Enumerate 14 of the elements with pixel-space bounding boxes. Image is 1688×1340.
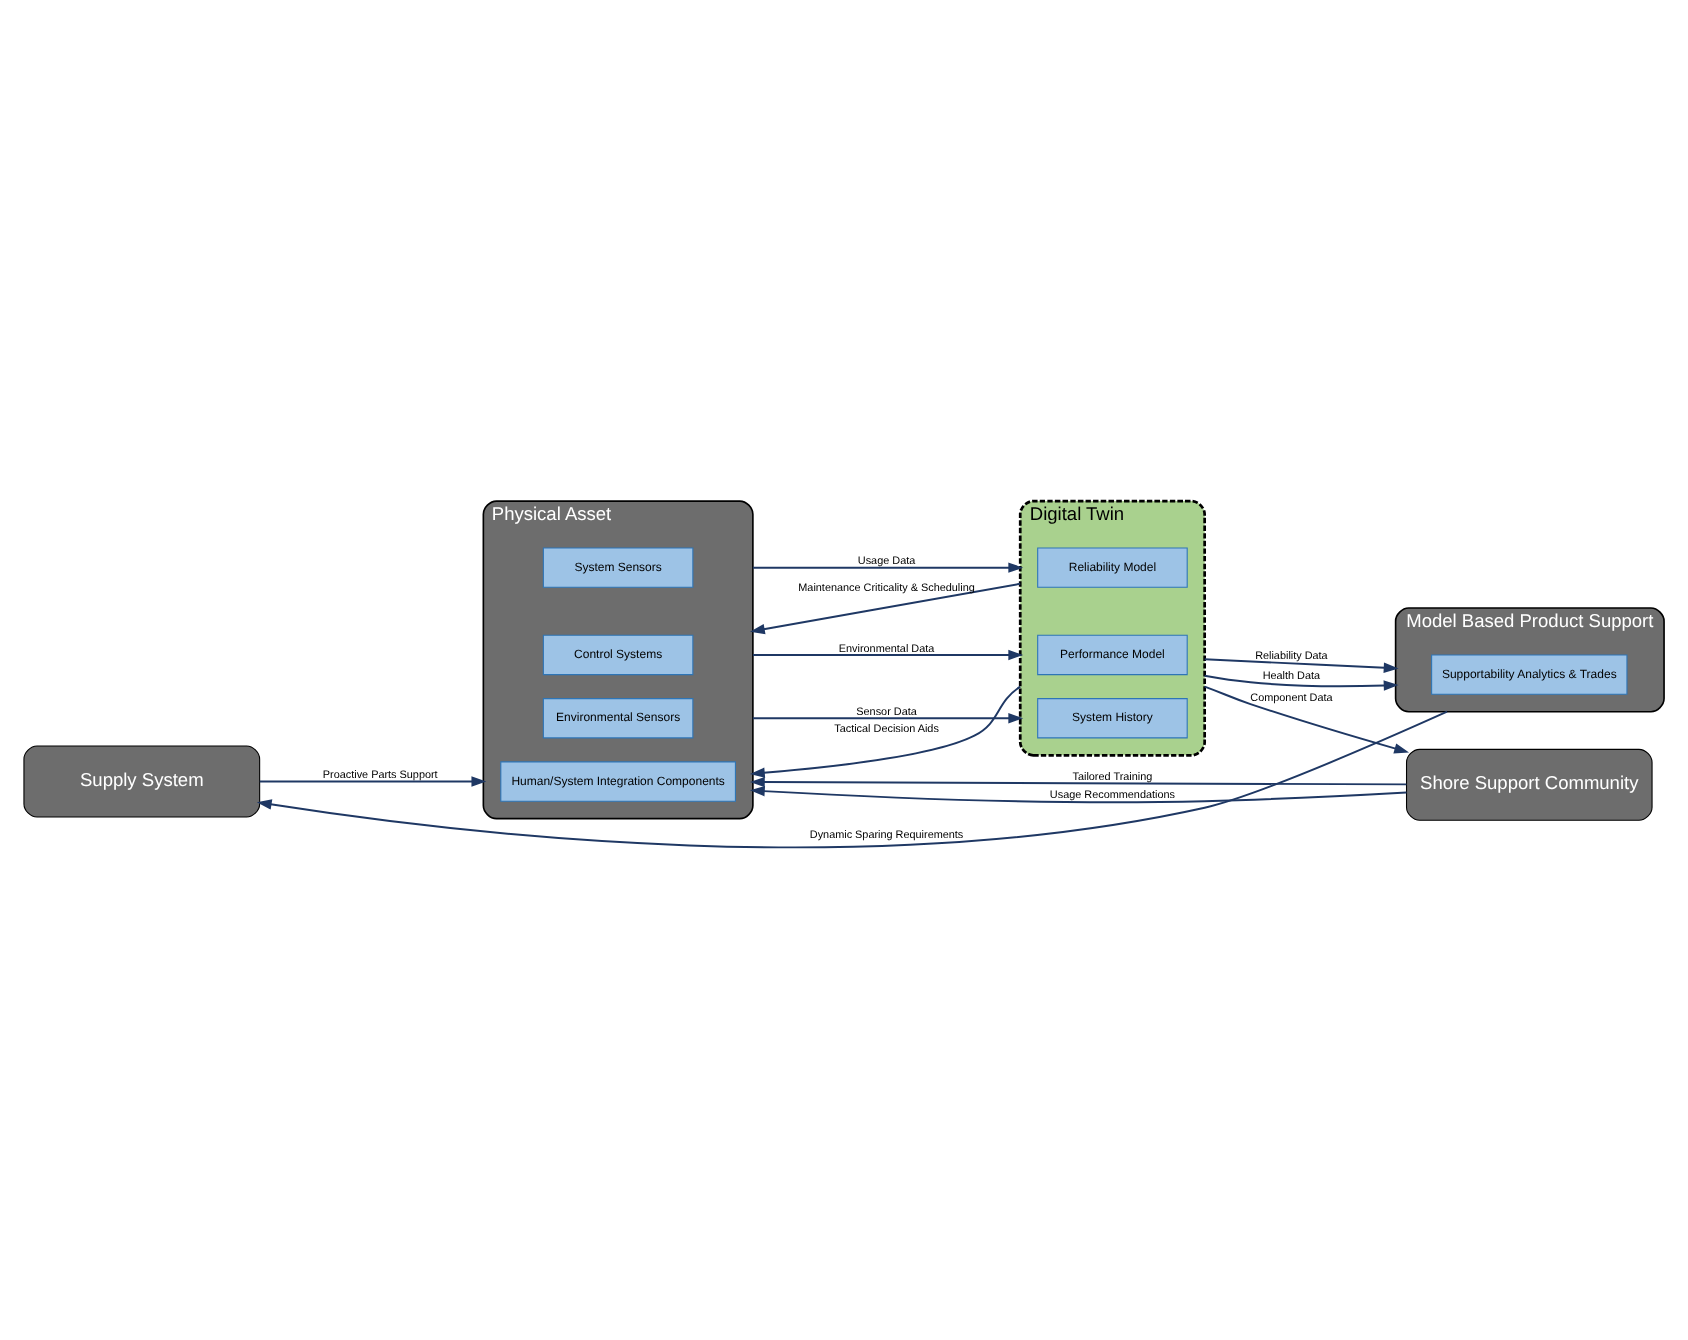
node-box: Shore Support Community: [1406, 748, 1653, 821]
arrow: [1203, 658, 1399, 673]
arrow: [751, 649, 1024, 661]
node-box: Supply System: [23, 745, 261, 818]
arrow: [1203, 674, 1399, 691]
arrow: [258, 776, 487, 787]
arrow: [749, 582, 1022, 635]
arrow: [749, 776, 1408, 788]
arrow: [751, 562, 1024, 573]
arrow: [256, 710, 1449, 849]
arrow: [751, 713, 1024, 724]
arrow: [749, 786, 1408, 804]
arrow: [1203, 685, 1410, 754]
arrow: [749, 685, 1022, 778]
